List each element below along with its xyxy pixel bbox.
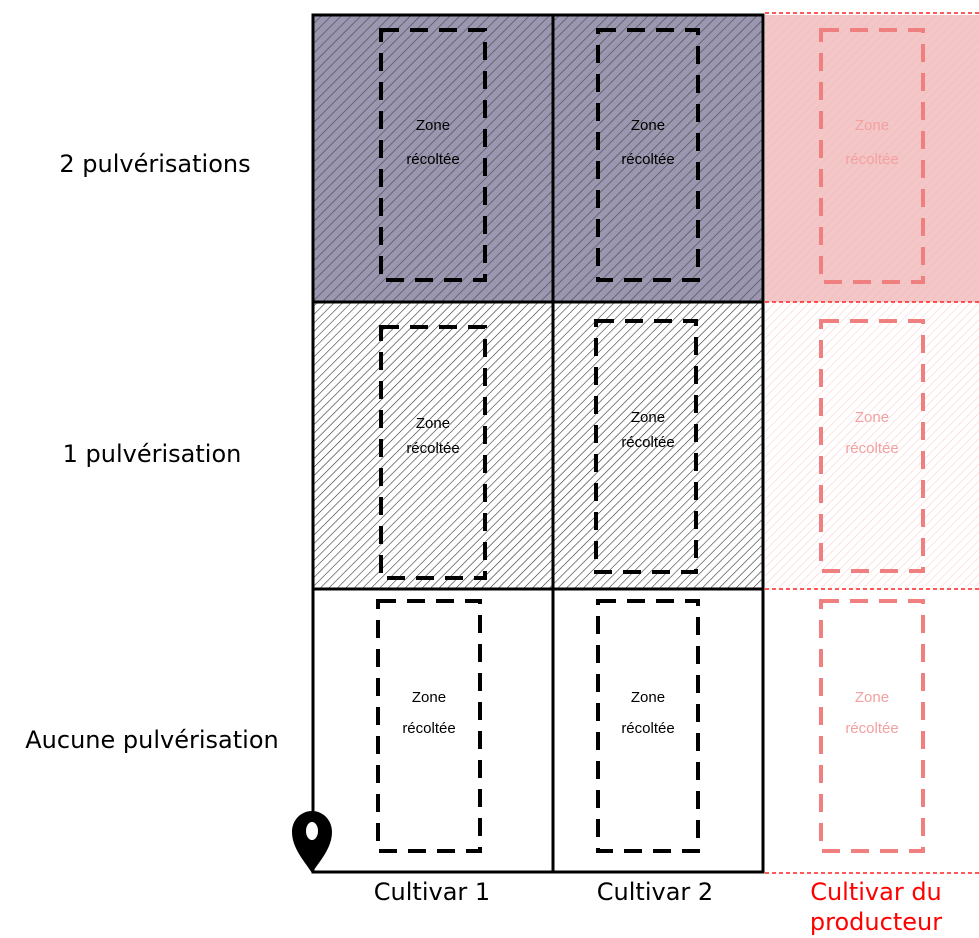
column-label-cultivar1: Cultivar 1	[374, 878, 490, 906]
column-label-producer-line2: producteur	[810, 908, 942, 936]
zone-label-c2-r1-line2: récoltée	[621, 151, 674, 168]
plot-cultivar1-1spray	[313, 302, 553, 589]
location-pin-icon	[292, 811, 332, 873]
row-label-no-spray: Aucune pulvérisation	[25, 726, 278, 754]
zone-label-c2-r2: Zone	[631, 409, 665, 426]
zone-label-producer-r2-line2: récoltée	[845, 440, 898, 457]
column-label-producer-line1: Cultivar du	[810, 878, 942, 906]
zone-label-c1-r3: Zone	[412, 689, 446, 706]
zone-label-c2-r3: Zone	[631, 689, 665, 706]
zone-label-c2-r2-line2: récoltée	[621, 434, 674, 451]
zone-label-c1-r1-line2: récoltée	[406, 151, 459, 168]
zone-label-c1-r3-line2: récoltée	[402, 720, 455, 737]
harvest-zone-producer-r1	[819, 28, 925, 284]
column-label-cultivar2: Cultivar 2	[597, 878, 713, 906]
row-label-1-spray: 1 pulvérisation	[63, 440, 242, 468]
row-label-2-sprays: 2 pulvérisations	[59, 150, 250, 178]
zone-label-producer-r3: Zone	[855, 689, 889, 706]
zone-label-producer-r1-line2: récoltée	[845, 151, 898, 168]
zone-label-c1-r2-line2: récoltée	[406, 440, 459, 457]
plot-cultivar2-1spray	[553, 302, 763, 589]
zone-label-c2-r3-line2: récoltée	[621, 720, 674, 737]
harvest-zone-c1-r1	[379, 28, 487, 282]
harvest-zone-c1-r2	[379, 325, 487, 580]
zone-label-c2-r1: Zone	[631, 117, 665, 134]
plot-grid	[311, 13, 765, 874]
plot-producer-1spray	[765, 302, 979, 589]
zone-label-producer-r1: Zone	[855, 117, 889, 134]
zone-label-c1-r2: Zone	[416, 415, 450, 432]
zone-label-c1-r1: Zone	[416, 117, 450, 134]
producer-column-border	[765, 12, 979, 874]
plot-producer-2sprays-hatch	[765, 15, 979, 302]
zone-label-producer-r3-line2: récoltée	[845, 720, 898, 737]
zone-label-producer-r2: Zone	[855, 409, 889, 426]
plot-cultivar2-2sprays-hatch	[553, 15, 763, 302]
plot-cultivar1-2sprays-hatch	[313, 15, 553, 302]
